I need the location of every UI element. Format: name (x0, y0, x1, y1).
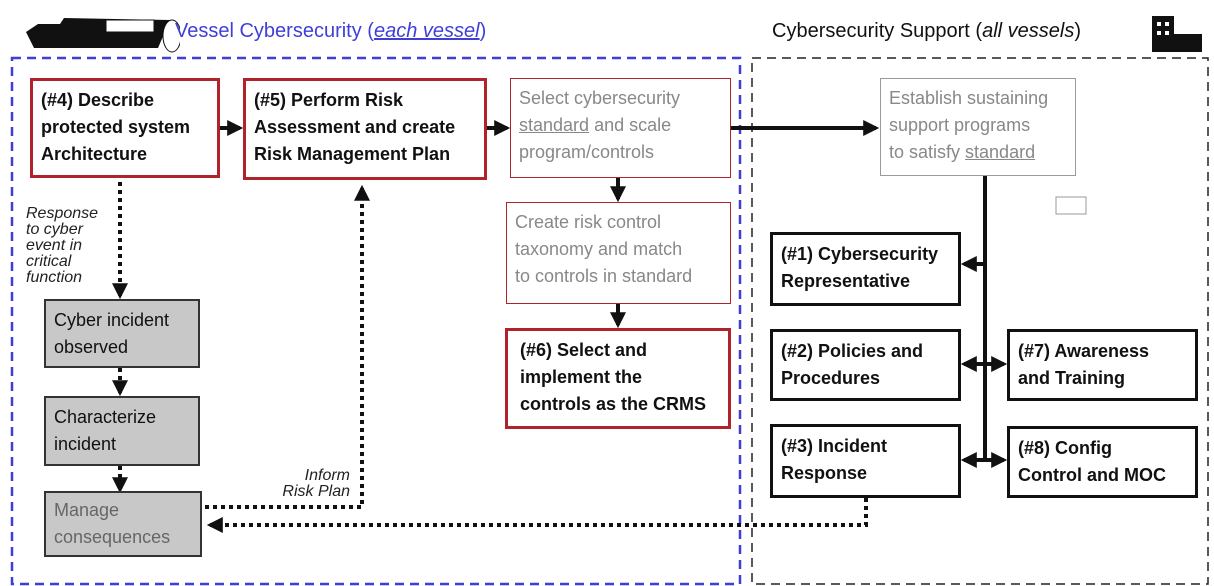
cyber-incident-observed-box: Cyber incident observed (44, 299, 200, 368)
risk-taxonomy-box: Create risk control taxonomy and match t… (506, 202, 731, 304)
manage-line-1: Manage (54, 500, 120, 520)
step-8-line-1: (#8) Config (1018, 438, 1112, 458)
building-icon (1150, 14, 1204, 54)
step-3-incident-response-box: (#3) Incident Response (770, 424, 961, 498)
response-note: Response to cyber event in critical func… (26, 205, 99, 286)
ship-icon (20, 14, 182, 58)
vessel-region-frame (10, 56, 742, 586)
inform-risk-plan-note: Inform Risk Plan (282, 467, 350, 500)
step-1-line-1: (#1) Cybersecurity (781, 244, 939, 264)
observed-line-2: observed (54, 337, 129, 357)
manage-line-2: consequences (54, 527, 171, 547)
step-1-line-2: Representative (781, 271, 911, 291)
step-7-line-2: and Training (1018, 368, 1126, 388)
step-6-line-2: implement the (520, 367, 643, 387)
establish-support-programs-box: Establish sustaining support programs to… (880, 78, 1076, 176)
taxonomy-line-1: Create risk control (515, 212, 662, 232)
characterize-line-2: incident (54, 434, 117, 454)
step-6-select-controls-box: (#6) Select and implement the controls a… (505, 328, 731, 429)
step-3-line-1: (#3) Incident (781, 436, 888, 456)
select-standard-box: Select cybersecurity standard and scale … (510, 78, 731, 178)
cybersecurity-support-title: Cybersecurity Support (all vessels) (772, 20, 1082, 42)
step-1-cybersecurity-rep-box: (#1) Cybersecurity Representative (770, 232, 961, 306)
step-2-line-2: Procedures (781, 368, 881, 388)
step-4-line-3: Architecture (41, 144, 148, 164)
step-2-line-1: (#2) Policies and (781, 341, 924, 361)
step-8-config-control-box: (#8) Config Control and MOC (1007, 426, 1198, 498)
characterize-incident-box: Characterize incident (44, 396, 200, 466)
sustain-line-3: to satisfy standard (889, 142, 1036, 162)
step-2-policies-box: (#2) Policies and Procedures (770, 329, 961, 401)
step-5-line-2: Assessment and create (254, 117, 456, 137)
step-6-line-1: (#6) Select and (520, 340, 648, 360)
step-5-line-1: (#5) Perform Risk (254, 90, 404, 110)
step-8-line-2: Control and MOC (1018, 465, 1166, 485)
select-standard-line-2: standard and scale (519, 115, 672, 135)
step-4-line-1: (#4) Describe (41, 90, 155, 110)
characterize-line-1: Characterize (54, 407, 157, 427)
step-6-line-3: controls as the CRMS (520, 394, 707, 414)
taxonomy-line-2: taxonomy and match (515, 239, 683, 259)
sustain-line-2: support programs (889, 115, 1031, 135)
select-standard-line-1: Select cybersecurity (519, 88, 681, 108)
support-region-frame (751, 57, 1209, 585)
step-4-describe-architecture-box: (#4) Describe protected system Architect… (30, 78, 220, 178)
select-standard-line-3: program/controls (519, 142, 655, 162)
step-7-awareness-box: (#7) Awareness and Training (1007, 329, 1198, 401)
manage-consequences-box: Manage consequences (44, 491, 202, 557)
taxonomy-line-3: to controls in standard (515, 266, 693, 286)
observed-line-1: Cyber incident (54, 310, 170, 330)
sustain-line-1: Establish sustaining (889, 88, 1049, 108)
step-3-line-2: Response (781, 463, 868, 483)
step-7-line-1: (#7) Awareness (1018, 341, 1150, 361)
step-5-line-3: Risk Management Plan (254, 144, 451, 164)
vessel-cybersecurity-title: Vessel Cybersecurity (each vessel) (175, 20, 487, 42)
step-5-risk-assessment-box: (#5) Perform Risk Assessment and create … (243, 78, 487, 180)
step-4-line-2: protected system (41, 117, 191, 137)
